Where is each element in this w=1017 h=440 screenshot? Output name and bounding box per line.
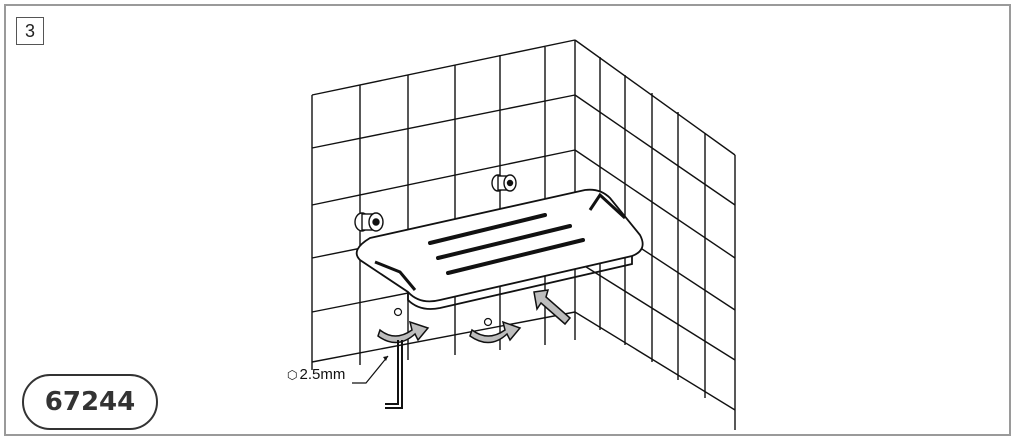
set-screw-right-icon <box>483 317 493 327</box>
dimension-leader-line <box>352 355 389 384</box>
model-number: 67244 <box>44 387 136 417</box>
side-wall-tiles <box>574 39 736 430</box>
allen-key-size: 2.5mm <box>299 366 346 383</box>
illustration-frame <box>4 4 1011 436</box>
hex-icon: ⬡ <box>287 367 298 382</box>
allen-key-size-label: ⬡ 2.5mm <box>287 366 345 383</box>
step-number-box: 3 <box>16 17 44 45</box>
wall-anchor-right-icon <box>491 174 517 192</box>
hex-allen-key-icon <box>385 340 403 409</box>
shower-shelf-icon <box>355 188 644 310</box>
rotation-arrow-left-icon <box>377 320 430 344</box>
step-number: 3 <box>24 20 35 41</box>
back-wall-tiles <box>311 39 576 370</box>
set-screw-left-icon <box>393 307 403 317</box>
model-number-badge: 67244 <box>22 374 158 430</box>
push-arrow-icon <box>533 289 572 326</box>
wall-anchor-left-icon <box>354 212 384 232</box>
rotation-arrow-right-icon <box>469 320 522 344</box>
